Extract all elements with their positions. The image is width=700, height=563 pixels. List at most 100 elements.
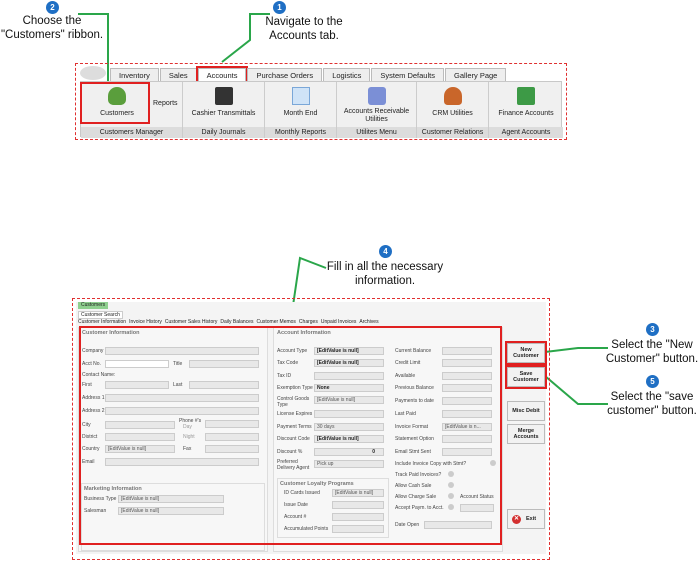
label-email-stmt-sent: Email Stmt Sent	[395, 449, 431, 455]
address-2-field[interactable]	[105, 407, 259, 415]
allow-charge-sale-toggle[interactable]	[448, 493, 454, 499]
label-tax-code: Tax Code	[277, 360, 299, 366]
label-tax-id: Tax ID	[277, 373, 292, 379]
form-fields-highlight	[79, 326, 502, 545]
account-status-select[interactable]	[460, 504, 494, 512]
merge-accounts-button[interactable]: Merge Accounts	[507, 424, 545, 444]
discount-percent-field[interactable]: 0	[314, 448, 384, 456]
cashier-transmittals-button[interactable]: Cashier Transmittals	[191, 110, 256, 117]
callout-3-line2: Customer" button.	[605, 353, 699, 365]
country-select[interactable]: [EditValue is null]	[105, 445, 175, 453]
form-highlight-frame	[72, 298, 550, 560]
label-first: First	[82, 382, 92, 388]
exemption-type-select[interactable]: None	[314, 384, 384, 392]
current-balance-field	[442, 347, 492, 355]
callout-5-text: Select the "save customer" button.	[604, 390, 700, 418]
date-open-field[interactable]	[424, 521, 492, 529]
save-customer-button[interactable]: Save Customer	[507, 367, 545, 387]
exit-button[interactable]: ✕ Exit	[507, 509, 545, 529]
tax-code-select[interactable]: [EditValue is null]	[314, 359, 384, 367]
tab-logistics[interactable]: Logistics	[323, 68, 371, 81]
label-statement-option: Statement Option	[395, 436, 434, 442]
subtab-charges[interactable]: Charges	[298, 319, 318, 325]
control-goods-type-select[interactable]: [EditValue is null]	[314, 396, 384, 404]
new-customer-button[interactable]: New Customer	[507, 343, 545, 363]
subtab-customer-information[interactable]: Customer Information	[78, 319, 127, 325]
reports-button[interactable]: Reports	[153, 100, 178, 107]
account-type-select[interactable]: [EditValue is null]	[314, 347, 384, 355]
label-allow-cash-sale: Allow Cash Sale	[395, 483, 432, 489]
label-accumulated-points: Accumulated Points	[284, 526, 329, 532]
callout-5-line1: Select the "save	[610, 391, 694, 403]
tab-system-defaults[interactable]: System Defaults	[371, 68, 444, 81]
allow-cash-sale-toggle[interactable]	[448, 482, 454, 488]
email-field[interactable]	[105, 458, 259, 466]
invoice-format-select[interactable]: [EditValue is n...	[442, 423, 492, 431]
label-phone: Phone #'s	[179, 418, 202, 424]
ribbon-group-customer-relations: CRM Utilities Customer Relations	[417, 82, 489, 138]
credit-limit-field[interactable]	[442, 359, 492, 367]
id-cards-issued-select[interactable]: [EditValue is null]	[332, 489, 384, 497]
tab-accounts[interactable]: Accounts	[195, 66, 249, 83]
include-invoice-copy-toggle[interactable]	[490, 460, 496, 466]
label-license-expires: License Expires	[277, 411, 313, 417]
subtab-unpaid-invoices[interactable]: Unpaid Invoices	[320, 319, 357, 325]
subtab-invoice-history[interactable]: Invoice History	[129, 319, 162, 325]
business-type-select[interactable]: [EditValue is null]	[118, 495, 224, 503]
customers-button[interactable]: Customers	[100, 110, 134, 117]
group-label-customers-manager: Customers Manager	[81, 127, 182, 138]
accept-paym-toggle[interactable]	[448, 504, 454, 510]
salesman-select[interactable]: [EditValue is null]	[118, 507, 224, 515]
loyalty-account-field[interactable]	[332, 513, 384, 521]
city-field[interactable]	[105, 421, 175, 429]
app-orb-icon[interactable]	[80, 66, 106, 80]
marketing-panel: Marketing Information Business Type [Edi…	[81, 483, 265, 551]
acct-no-field[interactable]	[105, 360, 169, 368]
track-paid-invoices-toggle[interactable]	[448, 471, 454, 477]
tax-id-field[interactable]	[314, 372, 384, 380]
title-field[interactable]	[189, 360, 259, 368]
subtab-bar: Customer Information Invoice History Cus…	[78, 319, 379, 325]
label-available: Available	[395, 373, 416, 379]
misc-debit-button[interactable]: Misc Debit	[507, 401, 545, 421]
preferred-delivery-agent-select[interactable]: Pick up	[314, 460, 384, 468]
district-select[interactable]	[105, 433, 175, 441]
night-phone-field[interactable]	[205, 433, 259, 441]
company-field[interactable]	[105, 347, 259, 355]
label-id-cards-issued: ID Cards Issued	[284, 490, 320, 496]
label-city: City	[82, 422, 91, 428]
customer-search-tab[interactable]: Customer Search	[78, 311, 123, 319]
subtab-archives[interactable]: Archives	[359, 319, 379, 325]
label-business-type: Business Type	[84, 496, 117, 502]
tab-purchase-orders[interactable]: Purchase Orders	[247, 68, 323, 81]
subtab-daily-balances[interactable]: Daily Balances	[220, 319, 254, 325]
ribbon-group-agent-accounts: Finance Accounts Agent Accounts	[489, 82, 563, 138]
label-invoice-format: Invoice Format	[395, 424, 429, 430]
tab-gallery-page[interactable]: Gallery Page	[444, 68, 507, 81]
tab-sales[interactable]: Sales	[159, 68, 197, 81]
issue-date-field[interactable]	[332, 501, 384, 509]
label-acct-no: Acct No.	[82, 361, 101, 367]
window-tab-customers[interactable]: Customers	[78, 302, 109, 309]
payment-terms-select[interactable]: 30 days	[314, 423, 384, 431]
finance-accounts-button[interactable]: Finance Accounts	[498, 110, 554, 117]
subtab-customer-memos[interactable]: Customer Memos	[256, 319, 296, 325]
last-name-field[interactable]	[189, 381, 259, 389]
discount-code-select[interactable]: [EditValue is null]	[314, 435, 384, 443]
subtab-customer-sales-history[interactable]: Customer Sales History	[164, 319, 218, 325]
label-contact-name: Contact Name:	[82, 372, 116, 378]
label-salesman: Salesman	[84, 508, 107, 514]
label-night: Night	[183, 434, 195, 440]
tab-inventory[interactable]: Inventory	[110, 68, 159, 81]
month-end-button[interactable]: Month End	[283, 110, 318, 117]
first-name-field[interactable]	[105, 381, 169, 389]
ribbon-body: Customers Reports Customers Manager Cash…	[80, 81, 563, 138]
address-1-field[interactable]	[105, 394, 259, 402]
statement-option-select[interactable]	[442, 435, 492, 443]
license-expires-field[interactable]	[314, 410, 384, 418]
accounts-receivable-utilities-button[interactable]: Accounts Receivable Utilities	[343, 108, 410, 123]
crm-utilities-button[interactable]: CRM Utilities	[432, 110, 473, 117]
fax-field[interactable]	[205, 445, 259, 453]
day-phone-field[interactable]	[205, 420, 259, 428]
money-icon	[517, 87, 535, 105]
